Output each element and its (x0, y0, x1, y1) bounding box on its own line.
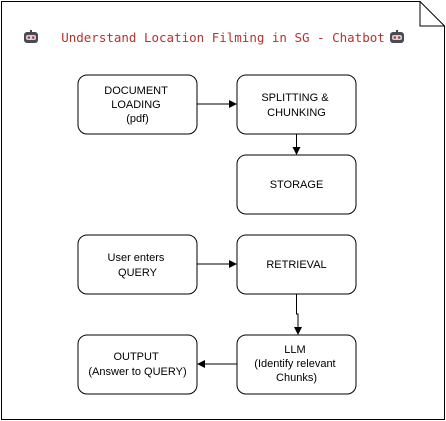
node-label-line: SPLITTING & (261, 92, 329, 104)
node-label-line: User enters (108, 252, 165, 264)
svg-text:User enters QUERY: User enters QUERY (108, 252, 168, 279)
node-label-line: QUERY (118, 267, 158, 279)
note-fold (419, 1, 445, 27)
node-label-line: RETRIEVAL (266, 259, 326, 271)
node-storage: STORAGE (236, 154, 357, 215)
node-retrieval: RETRIEVAL (236, 234, 357, 295)
node-label-line: (Identify relevant (254, 358, 335, 370)
node-user-query: User enters QUERY (77, 234, 198, 295)
edge-retrieval-to-llm (294, 294, 302, 335)
node-document-loading: DOCUMENT LOADING (pdf) (77, 74, 198, 135)
node-llm: LLM (Identify relevant Chunks) (236, 334, 357, 395)
svg-text:SPLITTING & CHUNKING: SPLITTING & CHUNKING (261, 92, 331, 119)
node-output: OUTPUT (Answer to QUERY) (77, 334, 198, 395)
title-robot-icon-left (24, 30, 38, 43)
node-label-line: DOCUMENT (104, 85, 168, 97)
node-label-line: CHUNKING (267, 107, 326, 119)
node-label-line: LOADING (111, 99, 161, 111)
svg-text:LLM (Identify relevant: LLM (Identify relevant Chunks) (254, 344, 338, 384)
node-label-line: OUTPUT (113, 351, 159, 363)
diagram-title: Understand Location Filming in SG - Chat… (61, 30, 385, 45)
node-label-line: Chunks) (276, 372, 317, 384)
node-splitting-chunking: SPLITTING & CHUNKING (236, 74, 357, 135)
node-label-line: (pdf) (126, 113, 149, 125)
node-label-line: LLM (284, 344, 305, 356)
svg-text:DOCUMENT LOADING (: DOCUMENT LOADING (pdf) (104, 85, 170, 125)
node-label-line: STORAGE (270, 179, 324, 191)
title-robot-icon-right (390, 30, 404, 43)
node-label-line: (Answer to QUERY) (88, 366, 186, 378)
svg-text:OUTPUT (Answer to QUERY): OUTPUT (Answer to QUERY) (88, 351, 186, 378)
